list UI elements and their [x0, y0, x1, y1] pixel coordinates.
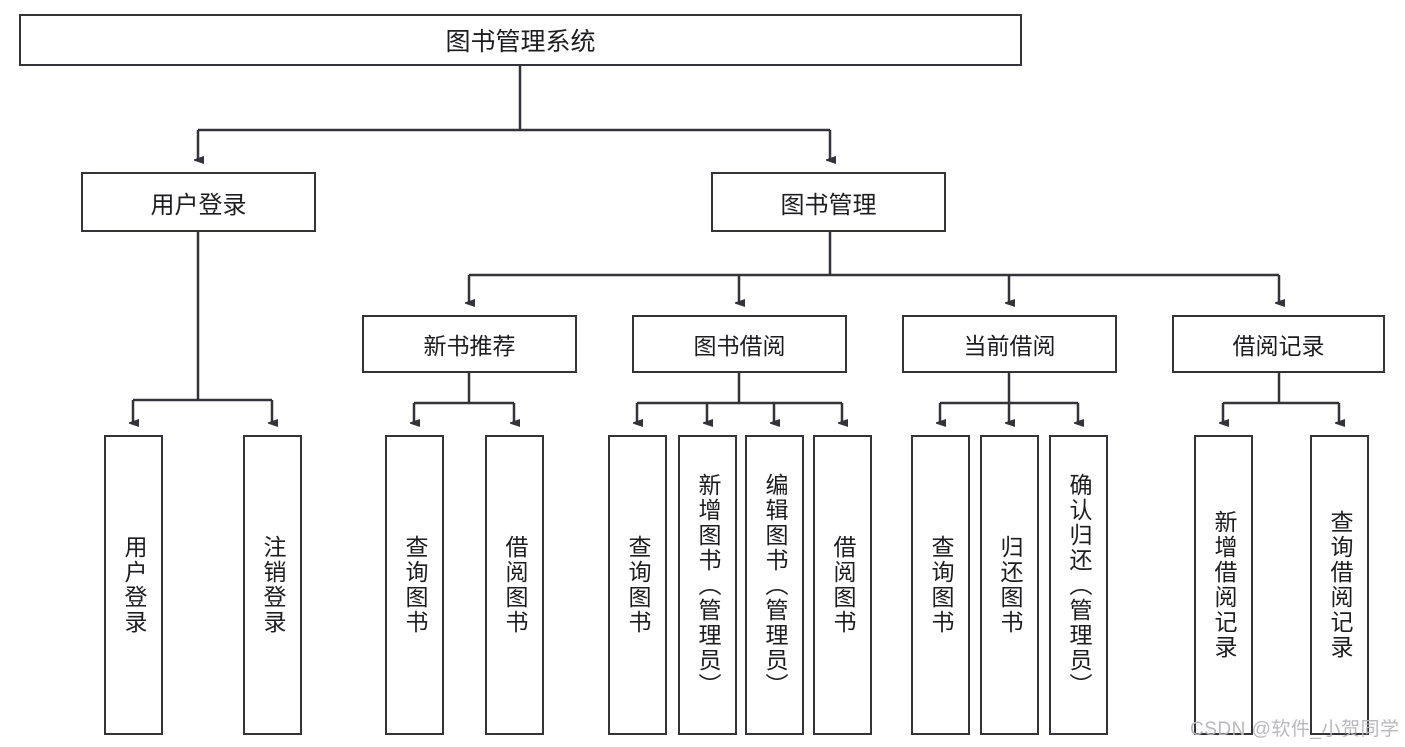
leaf-user-login-login[interactable]: 用户登录	[104, 435, 163, 735]
leaf-label: 编辑图书（管理员）	[762, 472, 788, 698]
leaf-label: 新增图书（管理员）	[695, 472, 721, 698]
node-book-borrow[interactable]: 图书借阅	[632, 315, 847, 373]
leaf-label: 借阅图书	[502, 535, 528, 635]
leaf-user-login-logout[interactable]: 注销登录	[243, 435, 302, 735]
leaf-record-add-record[interactable]: 新增借阅记录	[1194, 435, 1253, 735]
node-current-borrow[interactable]: 当前借阅	[902, 315, 1117, 373]
leaf-label: 确认归还（管理员）	[1066, 472, 1092, 698]
node-new-book-recommend[interactable]: 新书推荐	[362, 315, 577, 373]
node-book-management[interactable]: 图书管理	[711, 172, 946, 232]
leaf-label: 用户登录	[121, 535, 147, 635]
leaf-current-return-book[interactable]: 归还图书	[980, 435, 1039, 735]
leaf-label: 新增借阅记录	[1211, 510, 1237, 660]
leaf-recommend-query-book[interactable]: 查询图书	[385, 435, 444, 735]
node-root-system[interactable]: 图书管理系统	[19, 14, 1022, 66]
leaf-borrow-add-book-admin[interactable]: 新增图书（管理员）	[678, 435, 737, 735]
leaf-current-query-book[interactable]: 查询图书	[911, 435, 970, 735]
node-user-login[interactable]: 用户登录	[81, 172, 316, 232]
leaf-recommend-borrow-book[interactable]: 借阅图书	[485, 435, 544, 735]
leaf-label: 查询图书	[402, 535, 428, 635]
leaf-borrow-edit-book-admin[interactable]: 编辑图书（管理员）	[745, 435, 804, 735]
leaf-label: 归还图书	[997, 535, 1023, 635]
leaf-borrow-query-book[interactable]: 查询图书	[608, 435, 667, 735]
node-borrow-record[interactable]: 借阅记录	[1172, 315, 1385, 373]
leaf-label: 注销登录	[260, 535, 286, 635]
leaf-label: 查询借阅记录	[1327, 510, 1353, 660]
leaf-current-confirm-return-admin[interactable]: 确认归还（管理员）	[1049, 435, 1108, 735]
leaf-label: 查询图书	[928, 535, 954, 635]
leaf-label: 借阅图书	[830, 535, 856, 635]
leaf-borrow-borrow-book[interactable]: 借阅图书	[813, 435, 872, 735]
leaf-record-query-record[interactable]: 查询借阅记录	[1310, 435, 1369, 735]
leaf-label: 查询图书	[625, 535, 651, 635]
watermark-credit: CSDN @软件_小贺同学	[1190, 719, 1400, 740]
